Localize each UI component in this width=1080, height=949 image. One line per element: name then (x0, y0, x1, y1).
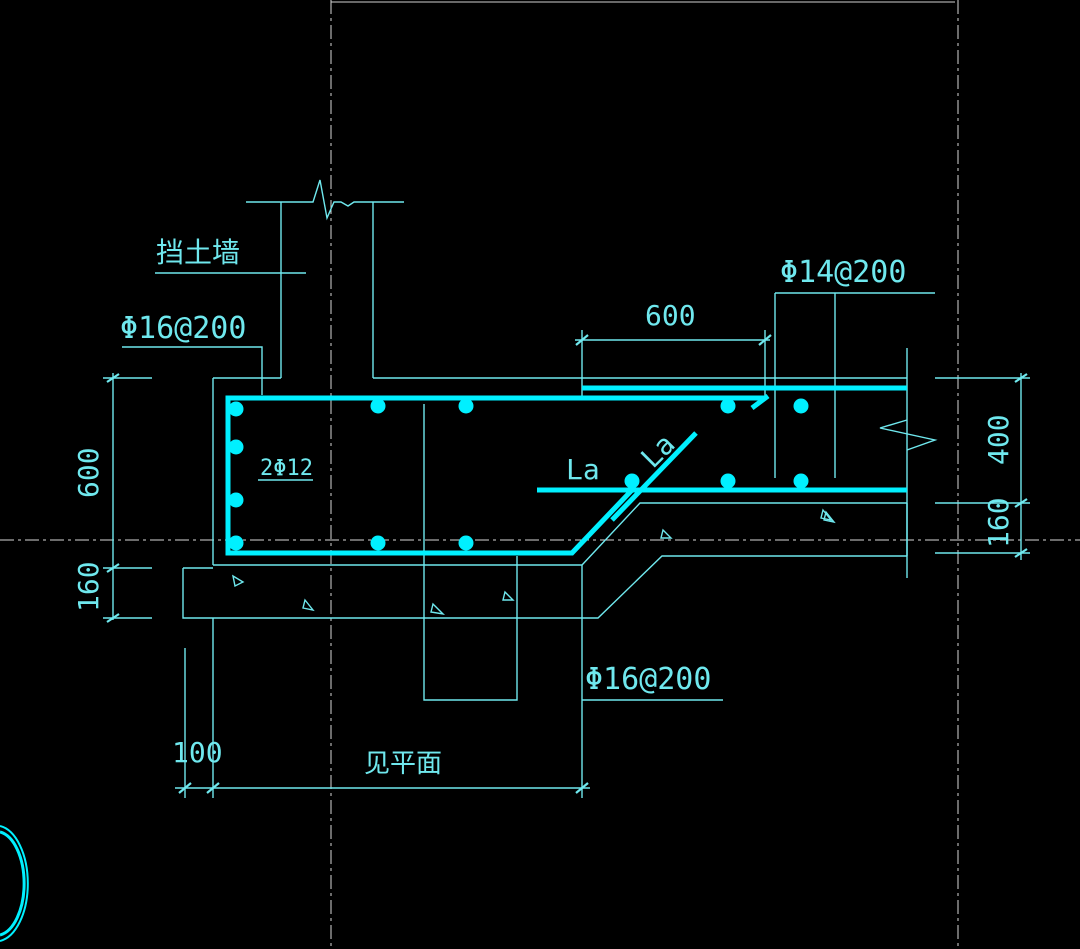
label-rebar-corner: 2Φ12 (260, 456, 313, 481)
rebar-dot (793, 398, 809, 414)
rebar-dot (624, 473, 640, 489)
footing-outline (182, 348, 938, 619)
rebar-dot (720, 473, 736, 489)
text-labels: 挡土墙 Φ16@200 Φ14@200 Φ16@200 2Φ12 La La 见… (72, 236, 1015, 779)
dimension-lines (103, 330, 1030, 798)
dim-bottom-offset: 100 (172, 736, 223, 769)
rebar-dot (228, 401, 244, 417)
rebar-dot (370, 535, 386, 551)
label-rebar-top-right: Φ14@200 (780, 255, 906, 290)
dim-right-slab: 160 (982, 497, 1015, 548)
dim-right-depth: 400 (982, 414, 1015, 465)
label-retaining-wall: 挡土墙 (156, 236, 240, 269)
rebar-dot (370, 398, 386, 414)
rebar-la-diagonal (610, 431, 698, 522)
dim-left-slab: 160 (72, 561, 105, 612)
label-la-diagonal: La (634, 427, 681, 474)
rebar-main-loop (225, 395, 907, 556)
rebar-lines (225, 385, 907, 556)
label-see-plan: 见平面 (364, 749, 442, 779)
rebar-dot (458, 398, 474, 414)
concrete-hatch (232, 508, 836, 616)
rebar-dot (458, 535, 474, 551)
rebar-dot (720, 398, 736, 414)
grid-bubble-partial (0, 830, 26, 937)
label-la-horizontal: La (566, 453, 600, 486)
rebar-dot (228, 535, 244, 551)
rebar-dots (228, 398, 809, 551)
rebar-hook (750, 394, 770, 410)
rebar-dot (228, 492, 244, 508)
label-rebar-bottom: Φ16@200 (585, 662, 711, 697)
rebar-dot (228, 439, 244, 455)
retaining-wall-outline (213, 179, 907, 379)
dim-left-depth: 600 (72, 447, 105, 498)
label-rebar-top-left: Φ16@200 (120, 311, 246, 346)
rebar-dot (793, 473, 809, 489)
dim-top-span: 600 (645, 299, 696, 332)
grid-bubble-partial-outer (0, 825, 29, 942)
